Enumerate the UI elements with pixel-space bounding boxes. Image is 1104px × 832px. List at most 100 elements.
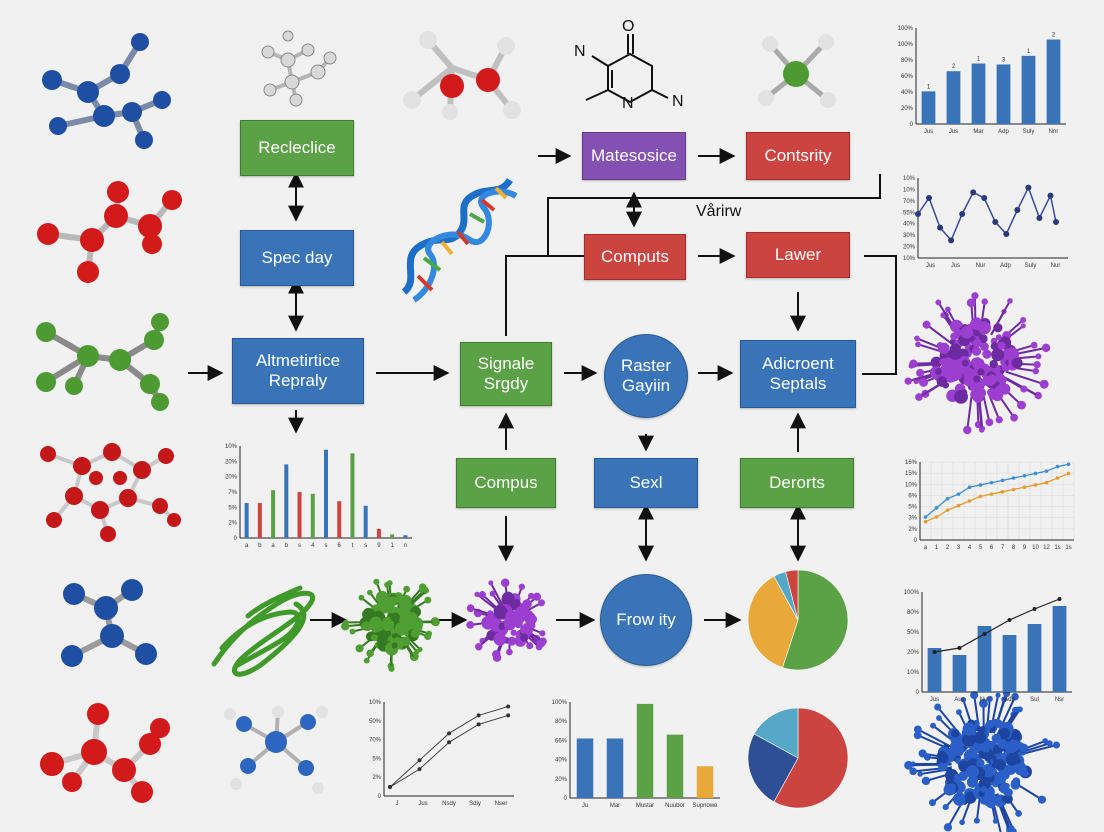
- chart-point: [506, 713, 511, 718]
- chart-point: [476, 713, 481, 718]
- chart-point: [948, 237, 955, 244]
- chart-pie-slice: [785, 569, 799, 621]
- chart-x-tick-label: 6: [990, 545, 994, 551]
- chart-bar: [1021, 55, 1036, 125]
- node-raster[interactable]: Raster Gayiin: [604, 334, 688, 418]
- virus-particle-icon: [466, 578, 547, 662]
- chart-point: [956, 503, 961, 508]
- chart-series-line: [389, 705, 509, 788]
- particle-bead: [1004, 788, 1013, 797]
- chart-y-tick-label: 40%: [903, 222, 916, 228]
- particle-bead: [991, 762, 998, 769]
- chart-pie-middle: [747, 569, 849, 671]
- node-computs[interactable]: Computs: [584, 234, 686, 280]
- chart-x-tick-label: Nnr: [1049, 129, 1059, 135]
- particle-bead: [982, 349, 992, 359]
- node-derorts[interactable]: Derorts: [740, 458, 854, 508]
- chart-bar: [310, 493, 315, 538]
- particle-tip: [943, 823, 953, 832]
- chart-x-tick-label: n: [404, 543, 407, 549]
- particle-bead: [394, 621, 409, 636]
- chart-point: [923, 519, 928, 524]
- particle-tip: [981, 298, 988, 305]
- node-matesosice[interactable]: Matesosice: [582, 132, 686, 180]
- chart-overlay-line: [934, 598, 1060, 653]
- node-signale[interactable]: Signale Srgdy: [460, 342, 552, 406]
- node-adicroent[interactable]: Adicroent Septals: [740, 340, 856, 408]
- particle-tip: [466, 621, 475, 629]
- chart-x-tick-label: Suly: [1025, 263, 1037, 269]
- chart-point: [978, 483, 983, 487]
- particle-tip: [1020, 316, 1027, 323]
- node-recleclice[interactable]: Recleclice: [240, 120, 354, 176]
- line-signale-computs: [505, 255, 584, 336]
- particle-tip: [986, 695, 993, 703]
- ball-and-stick-molecule-icon: [37, 181, 182, 283]
- node-frow-ity[interactable]: Frow ity: [600, 574, 692, 666]
- chart-bar: [350, 453, 355, 538]
- particle-bead: [1010, 779, 1021, 790]
- chart-y-tick-label: 80%: [555, 719, 568, 725]
- chart-y-tick-label: 5%: [228, 505, 237, 511]
- particle-tip: [960, 696, 967, 703]
- particle-bead: [952, 792, 967, 806]
- node-compus[interactable]: Compus: [456, 458, 556, 508]
- particle-tip: [384, 581, 390, 588]
- particle-tip: [343, 619, 349, 626]
- particle-tip: [1039, 379, 1049, 389]
- particle-tip: [978, 427, 985, 433]
- node-altmetirtice[interactable]: Altmetirtice Repraly: [232, 338, 364, 404]
- chart-point: [959, 211, 966, 217]
- chart-x-tick-label: 2: [946, 545, 950, 551]
- node-contsrity[interactable]: Contsrity: [746, 132, 850, 180]
- particle-bead: [512, 599, 521, 608]
- node-lawer[interactable]: Lawer: [746, 232, 850, 278]
- particle-bead: [1010, 350, 1019, 359]
- chart-bar: [606, 738, 624, 798]
- particle-bead: [493, 632, 507, 646]
- particle-tip: [424, 632, 432, 641]
- chart-data-label: 3: [1002, 57, 1006, 63]
- chart-x-tick-label: a: [924, 545, 928, 551]
- particle-bead: [390, 612, 401, 623]
- particle-bead: [939, 358, 947, 366]
- connectors: [188, 148, 897, 628]
- chart-pie-slice: [747, 575, 799, 668]
- particle-bead: [375, 630, 389, 644]
- particle-tip: [1017, 400, 1026, 410]
- chart-point: [1055, 476, 1060, 480]
- chart-x-tick-label: 4: [311, 543, 315, 549]
- chart-x-tick-label: Nser: [495, 801, 508, 807]
- chart-x-tick-label: 12: [1043, 545, 1050, 551]
- chart-point: [1044, 469, 1049, 473]
- chart-bar: [977, 626, 992, 692]
- particle-tip: [1035, 353, 1042, 360]
- particle-bead: [377, 601, 386, 610]
- node-sexl[interactable]: Sexl: [594, 458, 698, 508]
- particle-tip: [956, 709, 962, 716]
- particle-tip: [913, 725, 922, 734]
- chart-x-tick-label: 10: [1032, 545, 1039, 551]
- chart-y-tick-label: 10%: [903, 176, 916, 182]
- chart-bar: [297, 492, 302, 538]
- particle-bead: [998, 375, 1007, 385]
- particle-bead: [930, 356, 943, 369]
- particle-tip: [971, 292, 979, 300]
- chart-y-tick-label: 20%: [903, 245, 916, 251]
- chart-series-line: [917, 185, 1057, 242]
- chart-point: [978, 494, 983, 499]
- node-spec-day[interactable]: Spec day: [240, 230, 354, 286]
- chart-x-tick-label: a: [271, 543, 275, 549]
- chart-x-tick-label: s: [364, 543, 367, 549]
- particle-spike: [489, 582, 503, 605]
- chart-series-line: [925, 463, 1069, 518]
- chart-data-label: 1: [927, 84, 931, 90]
- chart-bar: [927, 648, 942, 692]
- chart-x-tick-label: Adp: [1000, 263, 1011, 269]
- chart-bar: [696, 766, 714, 798]
- particle-bead: [522, 623, 531, 632]
- chart-y-tick-label: 2%: [372, 775, 381, 781]
- particle-tip: [914, 335, 920, 342]
- chart-x-tick-label: 3: [957, 545, 961, 551]
